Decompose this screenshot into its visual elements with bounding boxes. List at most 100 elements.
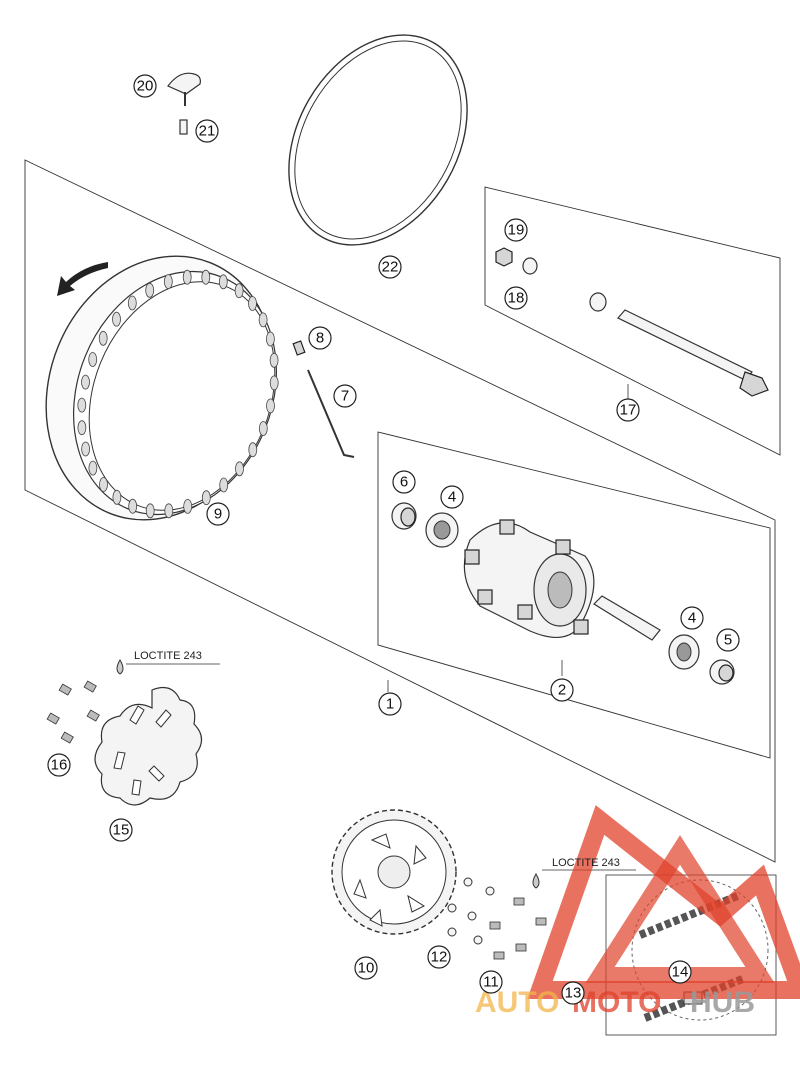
callout-label: 10 bbox=[358, 960, 375, 977]
callout-7: 7 bbox=[333, 384, 357, 408]
rim-band-part bbox=[288, 34, 468, 246]
spoke-hole bbox=[145, 282, 155, 298]
spoke-hole bbox=[269, 352, 279, 368]
svg-text:MOTO: MOTO bbox=[572, 986, 661, 1019]
callout-4: 4 bbox=[440, 485, 464, 509]
callout-1: 1 bbox=[378, 692, 402, 716]
automotohub-logo: AUTO MOTO HUB bbox=[475, 805, 800, 1019]
callout-14: 14 bbox=[668, 960, 692, 984]
spoke-hole bbox=[182, 269, 192, 285]
callout-label: 4 bbox=[448, 489, 456, 506]
hub-spacer-tube-part bbox=[593, 595, 661, 641]
brake-disc-part bbox=[94, 687, 203, 806]
spoke-hole bbox=[183, 498, 193, 514]
callout-label: 11 bbox=[483, 974, 499, 991]
callout-label: 14 bbox=[672, 964, 689, 981]
spoke-hole bbox=[218, 274, 228, 290]
disc-screws-part bbox=[46, 680, 100, 744]
callout-label: 15 bbox=[113, 822, 130, 839]
spoke-hole bbox=[99, 477, 108, 492]
callout-label: 19 bbox=[508, 222, 525, 239]
spoke-hole bbox=[81, 374, 90, 390]
spacer-part-5 bbox=[709, 659, 735, 685]
rim-part bbox=[45, 255, 279, 521]
callout-label: 1 bbox=[386, 696, 394, 713]
spoke-hole bbox=[258, 421, 268, 436]
callout-10: 10 bbox=[354, 956, 378, 980]
callout-11: 11 bbox=[479, 970, 503, 994]
spoke-hole bbox=[128, 498, 138, 514]
washer-part-17 bbox=[589, 292, 607, 312]
callout-label: 4 bbox=[688, 610, 696, 627]
axle-part bbox=[617, 309, 769, 397]
callout-label: 5 bbox=[724, 632, 732, 649]
loctite-drop-sprocket-icon bbox=[532, 873, 540, 889]
loctite-drop-disc-icon bbox=[116, 659, 124, 675]
callout-label: 2 bbox=[558, 682, 566, 699]
rotation-arrow-icon bbox=[57, 262, 108, 296]
callout-label: 22 bbox=[382, 259, 399, 276]
callout-17: 17 bbox=[616, 398, 640, 422]
wheel-assembly-panel bbox=[24, 159, 776, 863]
loctite-note-sprocket: LOCTITE 243 bbox=[552, 857, 620, 869]
washer-part-18 bbox=[522, 257, 538, 275]
callout-8: 8 bbox=[308, 326, 332, 350]
spoke-hole bbox=[265, 331, 275, 347]
callout-label: 20 bbox=[137, 78, 154, 95]
spoke-hole bbox=[219, 477, 229, 493]
callout-15: 15 bbox=[109, 818, 133, 842]
spoke-hole bbox=[77, 420, 87, 436]
loctite-note-disc: LOCTITE 243 bbox=[134, 650, 202, 662]
spoke-hole bbox=[201, 490, 211, 506]
callout-21: 21 bbox=[195, 119, 219, 143]
spoke-hole bbox=[145, 503, 155, 519]
callout-label: 6 bbox=[400, 474, 408, 491]
spoke-hole bbox=[201, 269, 211, 285]
valve-cap-part bbox=[167, 72, 201, 106]
callout-label: 12 bbox=[431, 949, 448, 966]
hub-assembly-panel bbox=[377, 431, 771, 759]
callout-19: 19 bbox=[504, 218, 528, 242]
callout-5: 5 bbox=[716, 628, 740, 652]
callout-9: 9 bbox=[206, 502, 230, 526]
sprocket-washers-part bbox=[447, 877, 495, 945]
spoke-hole bbox=[98, 330, 108, 346]
spoke-hole bbox=[258, 312, 268, 328]
spoke-hole bbox=[163, 274, 173, 290]
spoke-hole bbox=[77, 397, 87, 413]
spoke-hole bbox=[127, 295, 137, 311]
spoke-part bbox=[307, 369, 355, 458]
spoke-hole bbox=[269, 375, 279, 391]
nut-part bbox=[495, 247, 513, 267]
spoke-hole bbox=[248, 296, 257, 311]
valve-core-part bbox=[179, 119, 188, 135]
callout-label: 9 bbox=[214, 506, 222, 523]
callout-label: 7 bbox=[341, 388, 349, 405]
callout-13: 13 bbox=[561, 981, 585, 1005]
spoke-hole bbox=[112, 489, 122, 505]
spacer-part-6 bbox=[391, 502, 417, 530]
spoke-hole bbox=[266, 398, 275, 414]
spoke-hole bbox=[235, 461, 244, 477]
callout-label: 21 bbox=[199, 123, 216, 140]
bearing-part-left bbox=[425, 512, 459, 548]
callout-12: 12 bbox=[427, 945, 451, 969]
spoke-hole bbox=[88, 352, 98, 367]
bearing-part-right bbox=[668, 634, 700, 670]
spoke-hole bbox=[88, 460, 98, 476]
callout-18: 18 bbox=[504, 286, 528, 310]
spoke-hole bbox=[81, 441, 90, 457]
callout-label: 8 bbox=[316, 330, 324, 347]
callout-label: 18 bbox=[508, 290, 525, 307]
sprocket-bolts-part bbox=[489, 897, 547, 960]
callout-label: 17 bbox=[620, 402, 637, 419]
callout-4: 4 bbox=[680, 606, 704, 630]
spoke-hole bbox=[112, 311, 121, 327]
spoke-hole bbox=[164, 503, 174, 519]
callout-2: 2 bbox=[550, 678, 574, 702]
spoke-hole bbox=[234, 283, 244, 299]
spoke-nipple-part bbox=[292, 340, 306, 356]
spoke-hole bbox=[248, 442, 258, 458]
